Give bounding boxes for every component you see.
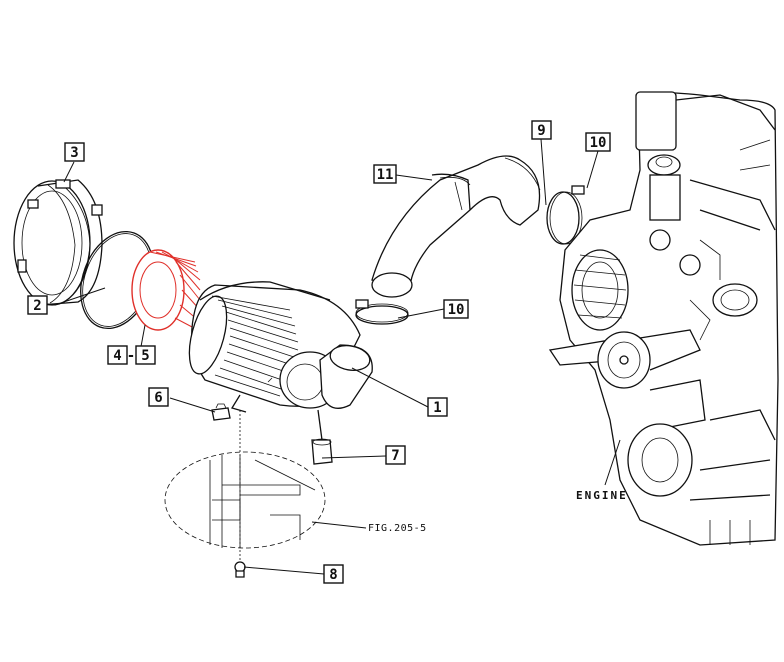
callout-5-label: 5 (141, 348, 149, 364)
callout-4-label: 4 (113, 348, 121, 364)
callout-4[interactable]: 4 (107, 345, 128, 365)
filter-element (131, 249, 201, 331)
vacuator-valve (311, 409, 333, 465)
engine (548, 91, 779, 546)
callout-9-label: 9 (537, 123, 545, 139)
leader-lines (39, 138, 621, 575)
callout-3[interactable]: 3 (64, 142, 85, 162)
callout-3-label: 3 (70, 145, 78, 161)
callout-4-5-separator: - (127, 348, 135, 364)
callout-10-upper[interactable]: 10 (585, 132, 611, 152)
hose-clamp-lower (355, 299, 409, 325)
callout-7[interactable]: 7 (385, 445, 406, 465)
callout-2-label: 2 (33, 298, 41, 314)
air-cleaner-cover (13, 179, 103, 306)
callout-9[interactable]: 9 (531, 120, 552, 140)
callout-6[interactable]: 6 (148, 387, 169, 407)
callout-1-label: 1 (433, 400, 441, 416)
callout-11-label: 11 (377, 167, 394, 183)
callout-5[interactable]: 5 (135, 345, 156, 365)
hose-clamp-upper (546, 185, 585, 245)
callout-7-label: 7 (391, 448, 399, 464)
callout-11[interactable]: 11 (373, 164, 397, 184)
clip (211, 403, 231, 421)
air-cleaner-body (188, 281, 373, 413)
callout-10-lower[interactable]: 10 (443, 299, 469, 319)
fig-reference: FIG.205-5 (368, 523, 427, 534)
callout-10-lower-label: 10 (448, 302, 465, 318)
callout-10-upper-label: 10 (590, 135, 607, 151)
callout-6-label: 6 (154, 390, 162, 406)
intake-hose (371, 155, 541, 298)
engine-label: ENGINE (576, 489, 628, 502)
callout-2[interactable]: 2 (27, 295, 48, 315)
callout-8[interactable]: 8 (323, 564, 344, 584)
callout-1[interactable]: 1 (427, 397, 448, 417)
detail-view (164, 451, 326, 549)
callout-8-label: 8 (329, 567, 337, 583)
